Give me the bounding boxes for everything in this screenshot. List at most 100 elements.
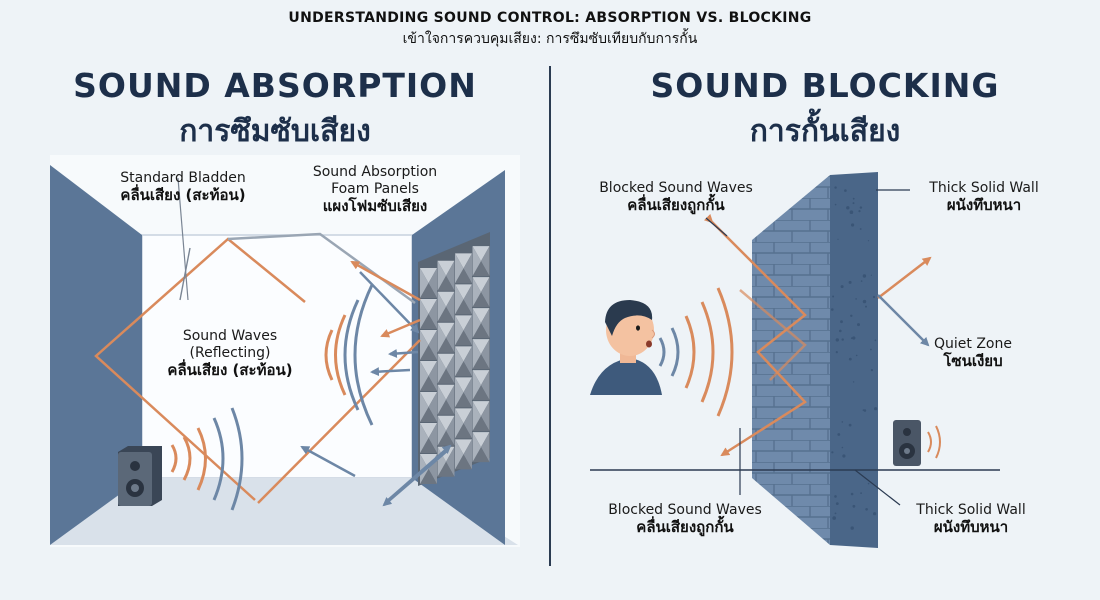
- wall-speckle: [855, 298, 857, 300]
- foam-pyramid-facet: [420, 299, 437, 314]
- wall-speckle: [852, 381, 855, 383]
- wall-speckle: [834, 186, 837, 189]
- wall-speckle: [832, 516, 836, 520]
- foam-pyramid-facet: [472, 370, 481, 401]
- wall-speckle: [848, 357, 852, 361]
- label-standard-bladden: Standard Bladden คลื่นเสียง (สะท้อน): [98, 170, 268, 204]
- foam-pyramid-facet: [472, 401, 481, 432]
- foam-pyramid-facet: [446, 415, 455, 446]
- header-title-th: เข้าใจการควบคุมเสียง: การซึมซับเทียบกับก…: [402, 31, 698, 47]
- wall-speckle: [860, 492, 862, 494]
- wall-speckle: [850, 314, 853, 317]
- foam-pyramid-facet: [455, 284, 472, 300]
- wall-speckle: [865, 508, 868, 511]
- label-wall-bottom-th: ผนังทึบหนา: [933, 518, 1009, 536]
- foam-pyramid-facet: [420, 392, 437, 407]
- wall-speckle: [850, 492, 854, 496]
- foam-pyramid-facet: [455, 253, 472, 269]
- foam-pyramid-facet: [420, 330, 437, 345]
- wall-speckle: [849, 210, 854, 214]
- wall-speckle: [850, 526, 854, 530]
- wall-speckle: [855, 354, 858, 357]
- wall-speckle: [873, 512, 877, 516]
- foam-pyramid-facet: [472, 432, 490, 448]
- foam-pyramid-facet: [437, 461, 455, 477]
- foam-pyramid-facet: [446, 291, 455, 322]
- wall-speckle: [859, 206, 863, 209]
- wall-speckle: [852, 504, 856, 508]
- foam-pyramid-facet: [481, 432, 490, 463]
- foam-pyramid-facet: [428, 268, 437, 298]
- foam-pyramid-facet: [446, 384, 455, 415]
- foam-panel: [418, 232, 490, 486]
- foam-pyramid-facet: [420, 283, 437, 298]
- foam-pyramid-facet: [472, 308, 481, 339]
- foam-pyramid-facet: [455, 346, 464, 377]
- foam-pyramid-facet: [420, 345, 437, 360]
- label-wall-top: Thick Solid Wall ผนังทึบหนา: [906, 180, 1062, 214]
- foam-pyramid-facet: [420, 392, 429, 422]
- foam-pyramid-facet: [481, 401, 490, 432]
- wall-speckle: [859, 228, 862, 230]
- foam-pyramid-facet: [420, 268, 429, 298]
- label-wall-top-th: ผนังทึบหนา: [946, 196, 1022, 214]
- wall-speckle: [834, 203, 837, 206]
- foam-pyramid-facet: [437, 291, 455, 307]
- foam-pyramid-facet: [420, 361, 429, 391]
- wall-speckle: [870, 348, 872, 351]
- label-sound-waves: Sound Waves (Reflecting) คลื่นเสียง (สะท…: [150, 328, 310, 379]
- foam-pyramid-facet: [455, 299, 472, 315]
- label-sound-waves-en-1: Sound Waves: [182, 328, 278, 344]
- foam-pyramid-facet: [463, 377, 472, 408]
- wall-speckle: [841, 338, 844, 341]
- wall-speckle: [870, 369, 874, 372]
- foam-pyramid-facet: [463, 315, 472, 346]
- foam-pyramid-facet: [446, 446, 455, 477]
- label-quiet-zone-th: โซนเงียบ: [943, 352, 1003, 370]
- wall-speckle: [844, 189, 847, 192]
- foam-pyramid-facet: [437, 291, 446, 322]
- foam-pyramid-facet: [455, 330, 472, 346]
- wall-speckle: [834, 495, 837, 498]
- foam-pyramid-facet: [428, 361, 437, 391]
- wall-speckle: [870, 274, 873, 276]
- wall-speckle: [860, 280, 863, 282]
- foam-pyramid-facet: [437, 322, 446, 353]
- wall-speckle: [835, 338, 839, 342]
- foam-pyramid-facet: [481, 277, 490, 308]
- foam-pyramid-facet: [455, 253, 464, 284]
- absorption-title-th: การซึมซับเสียง: [179, 114, 371, 149]
- foam-pyramid-facet: [420, 361, 437, 376]
- wall-speckle: [841, 421, 844, 423]
- label-foam-panels-en-1: Sound Absorption: [312, 164, 438, 180]
- label-quiet-zone: Quiet Zone โซนเงียบ: [918, 336, 1028, 370]
- label-blocked-top-th: คลื่นเสียงถูกกั้น: [627, 196, 725, 214]
- wall-speckle: [851, 223, 855, 227]
- wall-speckle: [857, 323, 860, 327]
- wall-speckle: [874, 339, 877, 342]
- wall-speckle: [858, 210, 861, 213]
- label-blocked-top: Blocked Sound Waves คลื่นเสียงถูกกั้น: [588, 180, 764, 214]
- foam-pyramid-facet: [420, 407, 437, 422]
- foam-pyramid-facet: [472, 339, 490, 355]
- foam-pyramid-facet: [472, 385, 490, 401]
- foam-pyramid-facet: [472, 401, 490, 417]
- foam-pyramid-facet: [472, 370, 490, 386]
- foam-pyramid-facet: [446, 322, 455, 353]
- label-sound-waves-en-2: (Reflecting): [189, 345, 271, 361]
- foam-pyramid-facet: [455, 377, 472, 393]
- foam-pyramid-facet: [437, 368, 455, 384]
- wall-speckle: [865, 305, 867, 308]
- wall-speckle: [850, 337, 853, 340]
- foam-pyramid-facet: [472, 246, 490, 262]
- wall-speckle: [872, 295, 876, 299]
- wall-speckle: [832, 295, 835, 298]
- label-blocked-bottom-en: Blocked Sound Waves: [608, 502, 762, 518]
- foam-pyramid-facet: [463, 284, 472, 315]
- speaker-left: [118, 446, 162, 506]
- foam-pyramid-facet: [463, 346, 472, 377]
- wall-speckle: [835, 502, 839, 505]
- foam-pyramid-facet: [463, 408, 472, 439]
- absorption-arrows: [300, 260, 452, 507]
- foam-pyramid-facet: [472, 292, 490, 308]
